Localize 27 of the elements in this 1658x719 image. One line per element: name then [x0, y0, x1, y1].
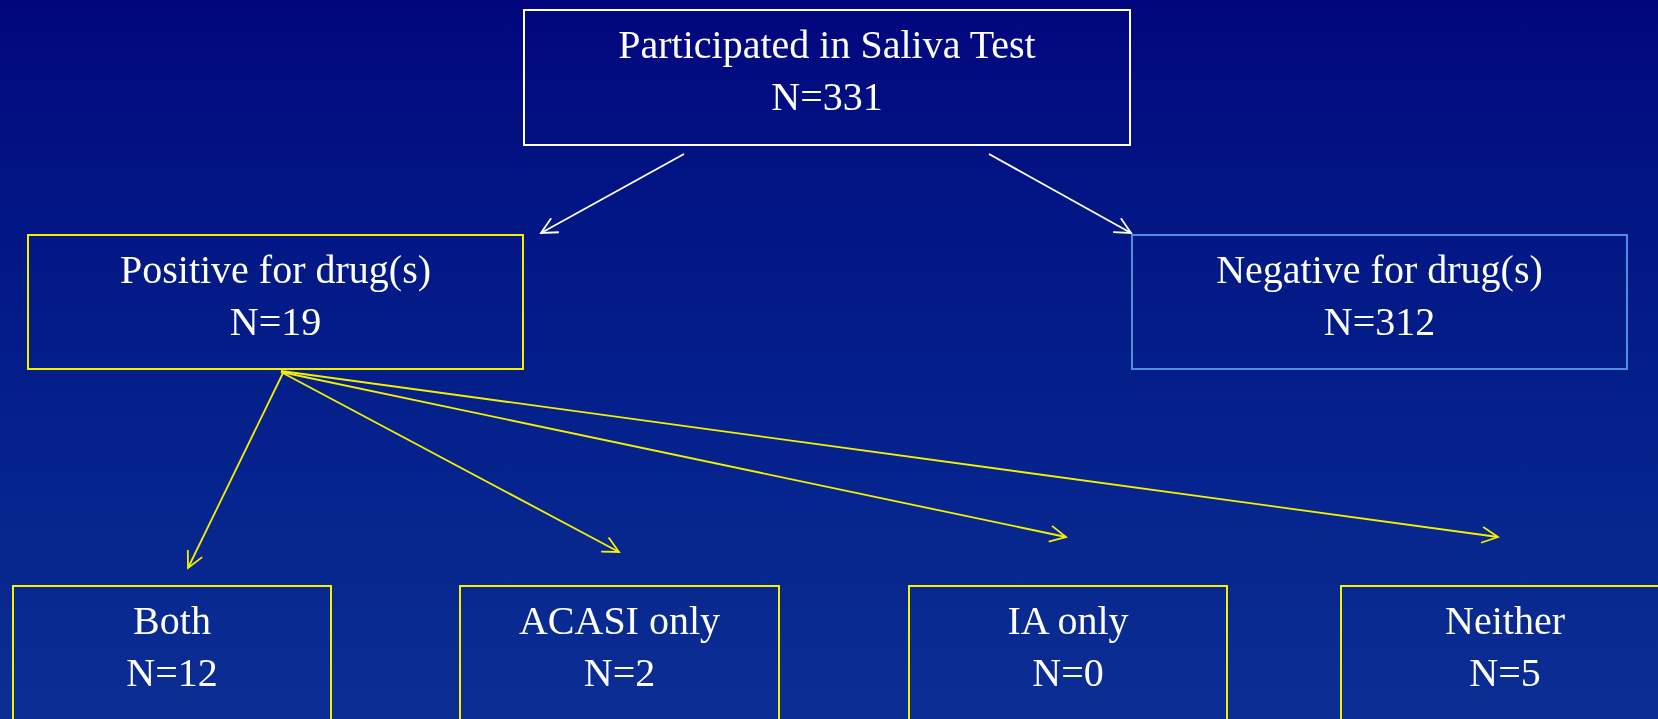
process-box	[908, 585, 1228, 719]
box-title: Negative for drug(s)	[1216, 246, 1543, 294]
arrow	[988, 153, 1132, 234]
count-text: N=12	[126, 649, 218, 697]
arrow	[540, 153, 685, 234]
box-title: Participated in Saliva Test	[618, 21, 1036, 69]
count-text: N=5	[1469, 649, 1541, 697]
box-title: Neither	[1445, 597, 1565, 645]
count-text: N=0	[1032, 649, 1104, 697]
count-text: N=2	[583, 649, 656, 697]
process-box	[523, 9, 1131, 146]
arrow	[186, 372, 284, 569]
process-box	[27, 234, 524, 370]
process-box	[1131, 234, 1628, 370]
box-title: Both	[133, 597, 211, 645]
count-text: N=312	[1323, 298, 1436, 346]
arrow	[280, 371, 620, 553]
process-box	[459, 585, 780, 719]
box-title: IA only	[1007, 597, 1129, 645]
arrow	[280, 370, 1499, 544]
arrow	[280, 371, 1067, 543]
count-text: N=19	[229, 298, 322, 346]
count-text: N=331	[771, 73, 883, 121]
process-box	[1340, 585, 1658, 719]
process-box	[12, 585, 332, 719]
box-title: Positive for drug(s)	[119, 246, 432, 294]
box-title: ACASI only	[518, 597, 721, 645]
